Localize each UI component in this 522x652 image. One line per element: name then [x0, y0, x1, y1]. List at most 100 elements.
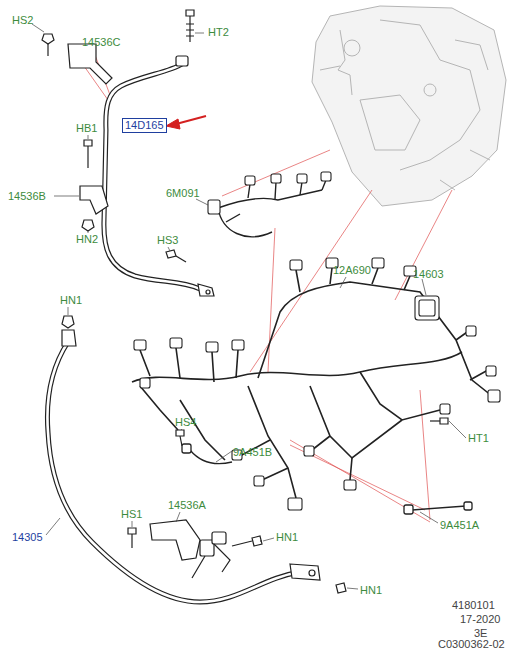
leader-line [340, 277, 346, 288]
leader-line [449, 421, 466, 438]
leader-line [347, 588, 358, 589]
callout-number: HT2 [208, 26, 229, 39]
callout-number: 14603 [413, 268, 444, 281]
connector [344, 480, 356, 490]
harness [132, 268, 492, 498]
pointer-arrow [176, 116, 206, 124]
fastener [131, 534, 132, 548]
fastener [42, 10, 448, 593]
connector [488, 390, 500, 402]
harness [258, 282, 492, 396]
harness [132, 352, 462, 382]
sensor [182, 444, 191, 453]
terminal [309, 570, 315, 576]
fastener [176, 430, 184, 436]
leader-line [88, 135, 89, 139]
leader-line [32, 24, 44, 32]
sensor [412, 506, 466, 510]
cable [104, 64, 200, 289]
callout-number: 12A690 [333, 264, 371, 277]
leader-line [132, 521, 133, 527]
connector [271, 174, 281, 183]
drawing-reference: 4180101 [452, 599, 495, 612]
harness [218, 190, 322, 208]
terminal [62, 56, 320, 580]
leader-line [181, 429, 182, 430]
callout-number: HN1 [360, 584, 382, 597]
harness [140, 348, 238, 382]
connector [206, 342, 218, 352]
connector [140, 378, 150, 388]
fastener [166, 250, 176, 258]
connector [232, 340, 244, 350]
harness [248, 386, 296, 498]
callout-number: HT1 [468, 432, 489, 445]
connector [466, 326, 476, 336]
harness [310, 386, 402, 458]
engine-outline [424, 84, 436, 96]
drawing-reference: C0300362-02 [438, 638, 505, 651]
connector [254, 476, 264, 486]
part-number: 14D165 [125, 119, 164, 131]
connector [372, 258, 384, 268]
connector [232, 541, 262, 546]
callout-number: 14305 [12, 531, 43, 544]
terminal [290, 564, 320, 580]
guide-line [395, 190, 452, 300]
fastener [440, 418, 448, 424]
guide-line [268, 228, 275, 372]
sensor [404, 505, 413, 514]
leader-line [420, 512, 438, 523]
connector [208, 200, 220, 214]
fastener [186, 10, 194, 16]
harness [360, 372, 440, 420]
callout-number: 14536A [168, 499, 206, 512]
harness [140, 386, 178, 430]
fastener [430, 420, 440, 421]
terminal [198, 284, 214, 296]
cable [47, 342, 300, 602]
leader-line [54, 196, 79, 197]
engine-outline [338, 30, 352, 95]
terminal [176, 56, 188, 66]
callout-number: 9A451B [233, 446, 272, 459]
terminal [206, 290, 210, 294]
fastener [62, 316, 74, 328]
connector [208, 172, 331, 214]
fastener [82, 220, 94, 231]
connector [419, 300, 435, 316]
connector [486, 366, 496, 376]
callout-number: 9A451A [440, 519, 479, 532]
engine-outline [344, 40, 360, 56]
bracket [80, 186, 108, 214]
fastener [189, 16, 190, 42]
leader-line [195, 33, 204, 34]
engine-outline [320, 66, 490, 190]
leader-line [88, 231, 89, 233]
cable [47, 342, 300, 602]
fastener [128, 528, 136, 534]
fastener [176, 256, 186, 262]
engine-outline [455, 40, 488, 70]
fastener [186, 24, 194, 36]
connector [415, 296, 439, 320]
harness [226, 214, 240, 222]
harness [312, 436, 352, 480]
connector [245, 176, 255, 185]
callout-number: HS4 [175, 416, 196, 429]
leader-line [196, 199, 208, 205]
sensor [190, 450, 232, 464]
leader-line [422, 279, 426, 295]
connector [192, 544, 230, 578]
connector [170, 338, 182, 348]
fastener [87, 146, 88, 168]
cable [104, 64, 200, 289]
callout-number: 6M091 [166, 187, 200, 200]
guide-line [420, 390, 430, 520]
connector [290, 260, 302, 270]
connector [134, 340, 146, 350]
connector [134, 258, 500, 510]
fastener [84, 140, 92, 146]
callout-number: HN2 [76, 233, 98, 246]
